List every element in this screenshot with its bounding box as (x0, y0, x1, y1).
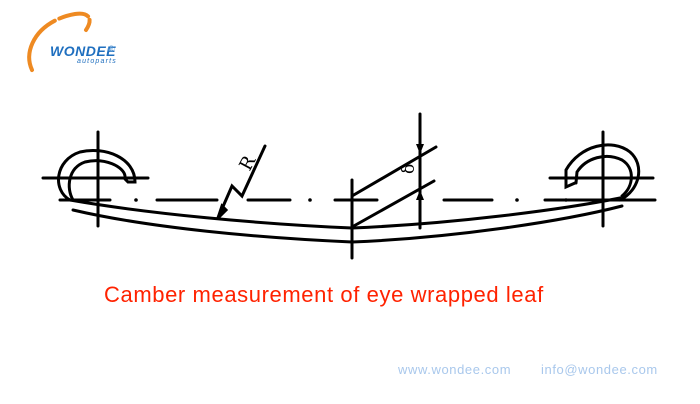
logo-subtitle-text: autoparts (77, 58, 117, 65)
logo-brand-text: WONDEE (50, 43, 116, 59)
wondee-logo: WONDEE ® autoparts (20, 8, 130, 72)
camber-measurement (350, 112, 438, 260)
registered-mark: ® (108, 44, 115, 54)
website-link[interactable]: www.wondee.com (398, 362, 512, 377)
radius-label: R (235, 152, 260, 174)
email-link[interactable]: info@wondee.com (541, 362, 658, 377)
left-eye-icon (41, 130, 150, 228)
right-eye-icon (548, 130, 655, 228)
radius-marker (216, 144, 267, 220)
caption-title: Camber measurement of eye wrapped leaf (104, 282, 544, 307)
logo-swoosh-icon (27, 11, 92, 72)
camber-label: δ (399, 164, 419, 174)
